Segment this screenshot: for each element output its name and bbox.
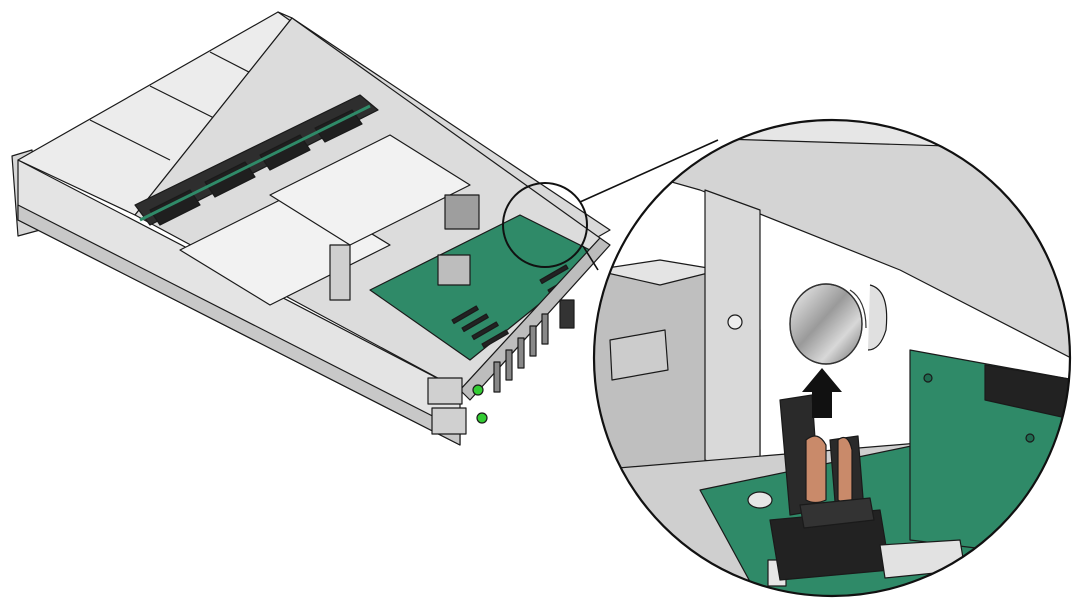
battery-socket [779, 394, 875, 529]
board-hole [1025, 433, 1035, 443]
air-duct-wall [329, 244, 351, 301]
battery-icon [789, 283, 867, 365]
psu-led [476, 412, 488, 424]
pcie-slots [493, 299, 575, 393]
callout-leader [579, 139, 719, 203]
psu-led [472, 384, 484, 396]
up-arrow-icon [802, 368, 842, 418]
callout-mid-plate [704, 189, 761, 481]
air-duct-right [269, 134, 471, 246]
callout-dark-component [984, 364, 1070, 421]
rear-io-panel [459, 237, 611, 401]
callout-connector-right [879, 539, 966, 579]
callout-bracket-tab [609, 329, 669, 381]
callout-leader [582, 245, 599, 271]
magnified-callout [592, 118, 1072, 598]
power-supply-1 [427, 377, 463, 405]
chassis-side-rail [17, 204, 461, 446]
callout-back-wall [594, 120, 1070, 361]
server-chassis [11, 11, 611, 446]
cover-seam [89, 119, 171, 161]
heatsink [444, 194, 480, 230]
battery-retainer-clip [867, 284, 888, 351]
heatsink [437, 254, 471, 286]
power-supply-2 [431, 407, 467, 435]
callout-mounting-hole [727, 314, 743, 330]
callout-standoff [747, 491, 773, 509]
highlight-circle [502, 182, 588, 268]
board-hole [923, 373, 933, 383]
fan-board-strip [139, 104, 371, 222]
